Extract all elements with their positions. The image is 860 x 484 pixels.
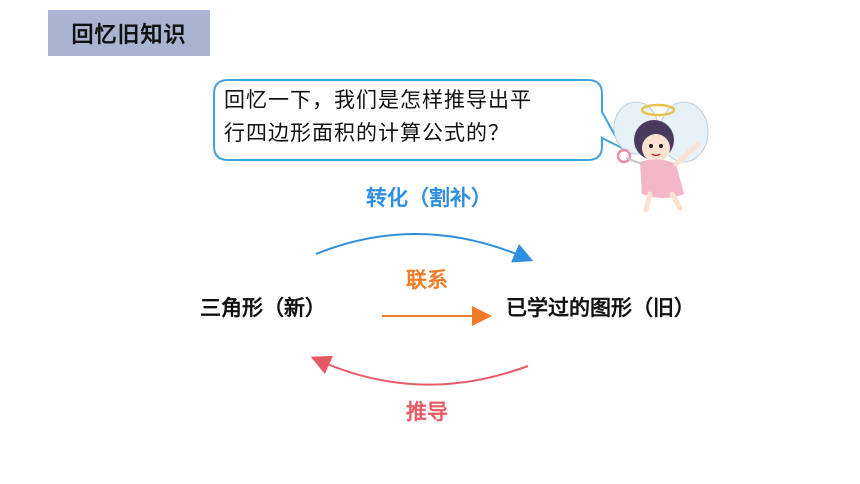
fairy-illustration bbox=[613, 101, 709, 213]
transform-arrow bbox=[315, 232, 534, 263]
question-text: 回忆一下，我们是怎样推导出平 行四边形面积的计算公式的？ bbox=[224, 84, 594, 150]
triangle-node: 三角形（新） bbox=[200, 296, 326, 320]
question-line-1: 回忆一下，我们是怎样推导出平 bbox=[224, 88, 532, 112]
derive-label: 推导 bbox=[406, 400, 448, 424]
derive-arrow bbox=[310, 355, 529, 386]
section-tag: 回忆旧知识 bbox=[48, 10, 210, 56]
connection-label: 联系 bbox=[406, 268, 448, 292]
learned-shape-node: 已学过的图形（旧） bbox=[506, 296, 695, 320]
transform-label: 转化（割补） bbox=[366, 186, 492, 210]
question-line-2: 行四边形面积的计算公式的？ bbox=[224, 121, 510, 145]
